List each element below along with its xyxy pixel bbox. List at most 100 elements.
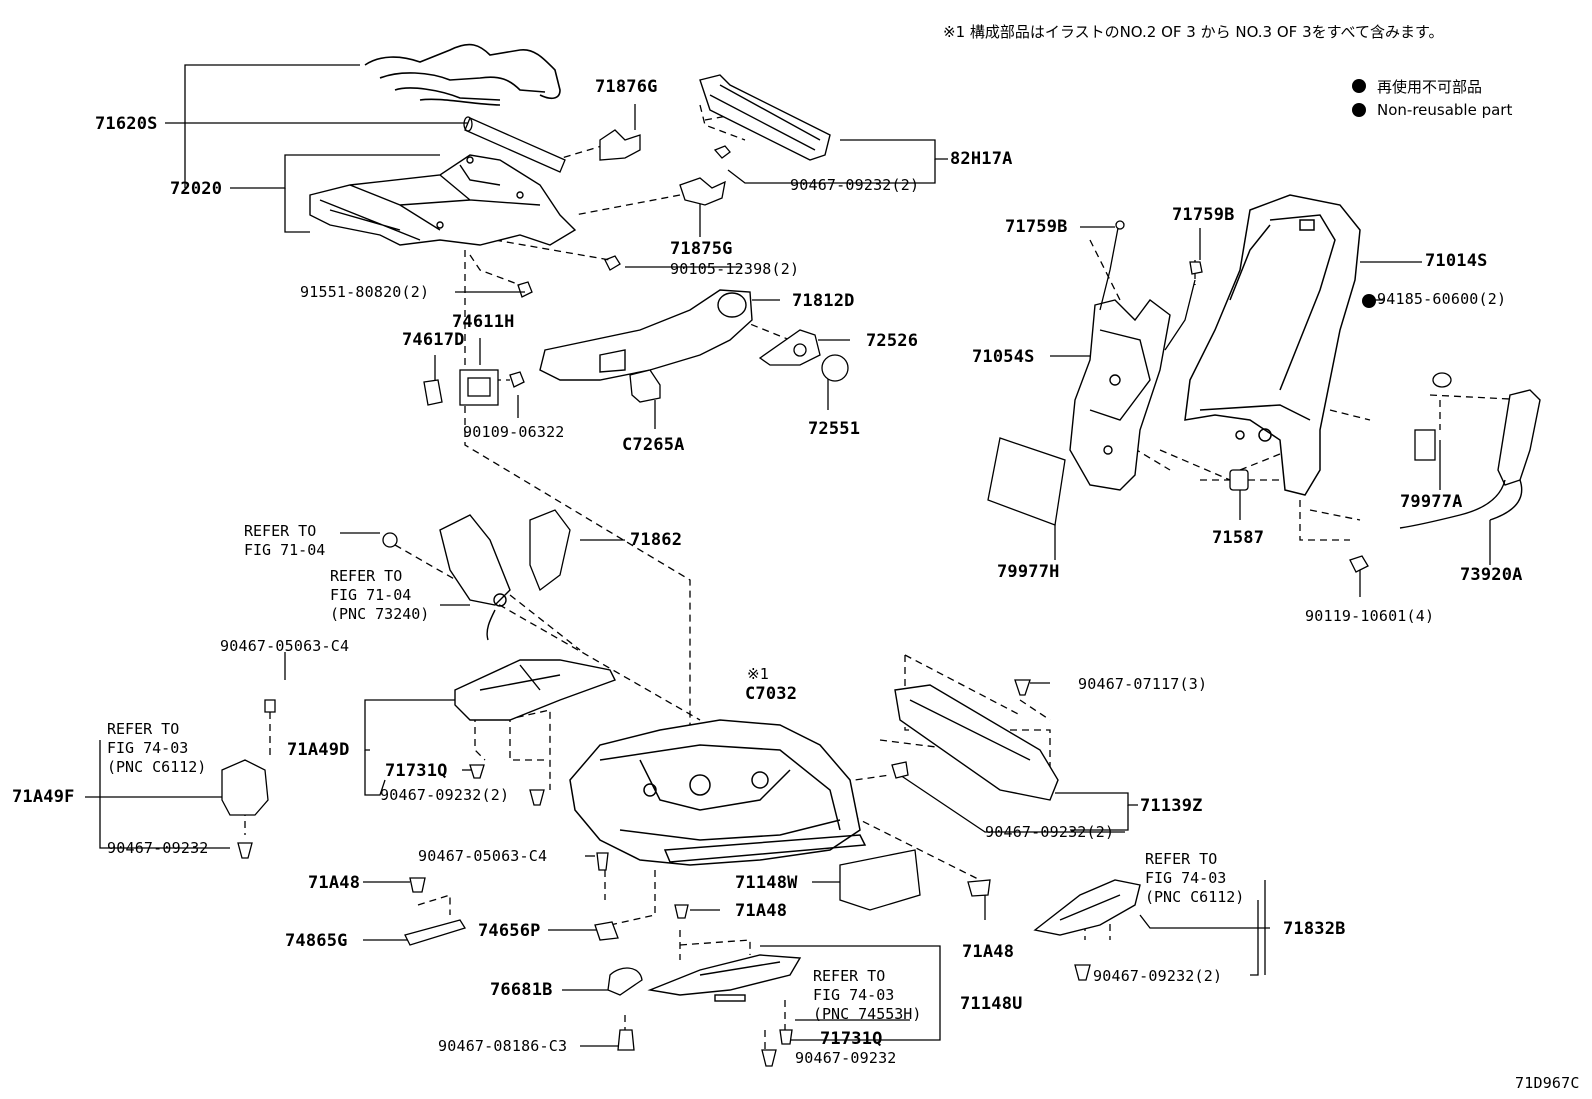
covers-74611H-74617D [423, 369, 499, 406]
part-label: 90105-12398(2) [670, 260, 800, 278]
seatback-frame-71014S [1184, 194, 1361, 496]
cover-71832B [1033, 879, 1141, 936]
part-label: 71139Z [1140, 796, 1203, 816]
clips [237, 679, 1091, 1067]
part-label: 71148U [960, 994, 1023, 1014]
part-label: 71731Q [820, 1029, 883, 1049]
grommet-refer-71-04 [382, 532, 398, 548]
part-label: 71A49D [287, 740, 350, 760]
pad-79977H [987, 437, 1066, 526]
leader-lines [85, 64, 1491, 1047]
cover-71139Z [894, 684, 1059, 801]
part-label: 90467-09232(2) [790, 176, 920, 194]
cover-C7265A [629, 369, 661, 403]
part-label: 72526 [866, 331, 919, 351]
recliner-plate-71054S [1069, 299, 1171, 491]
part-label: 90467-09232(2) [1093, 967, 1223, 985]
figure-id: 71D967C [1515, 1074, 1580, 1092]
part-label: 71A48 [308, 873, 361, 893]
hook-76681B [607, 967, 643, 996]
bolt-90119 [1349, 555, 1369, 573]
clip-71587 [1229, 469, 1249, 491]
part-label: 94185-60600(2) [1377, 290, 1507, 308]
part-label: 90467-09232 [107, 839, 209, 857]
part-label: 71148W [735, 873, 798, 893]
knob-72526 [758, 329, 821, 366]
part-label: 73920A [1460, 565, 1523, 585]
side-shield-71812D [539, 289, 753, 381]
non-reusable-legend-icon [1352, 103, 1366, 117]
part-label: 90467-08186-C3 [438, 1037, 568, 1055]
part-label: 71587 [1212, 528, 1265, 548]
part-label: 71A48 [962, 942, 1015, 962]
cover-71862 [529, 509, 571, 592]
part-label: 90109-06322 [463, 423, 565, 441]
cover-82H17A [699, 74, 831, 161]
cover-71148W [839, 849, 921, 911]
part-label: 74865G [285, 931, 348, 951]
part-label: ※1 [747, 665, 769, 683]
bracket-71876G [599, 129, 641, 161]
part-label: 71620S [95, 114, 158, 134]
part-label: 71759B [1005, 217, 1068, 237]
part-label: 90467-09232(2) [985, 823, 1115, 841]
cover-71148U [647, 954, 802, 1002]
part-label: 74656P [478, 921, 541, 941]
part-label: 90467-07117(3) [1078, 675, 1208, 693]
part-label: 71014S [1425, 251, 1488, 271]
cap-72551 [821, 354, 849, 382]
part-label: 82H17A [950, 149, 1013, 169]
part-label: 72020 [170, 179, 223, 199]
airbag-73920A [1399, 389, 1541, 529]
non-reusable-part-marker-icon [1362, 294, 1376, 308]
refer-note: REFER TO FIG 74-03 (PNC C6112) [1145, 850, 1245, 906]
part-label: 71731Q [385, 761, 448, 781]
part-label: 76681B [490, 980, 553, 1000]
part-label: 71875G [670, 239, 733, 259]
refer-note: REFER TO FIG 71-04 [244, 522, 326, 559]
part-label: 91551-80820(2) [300, 283, 430, 301]
part-label: 71862 [630, 530, 683, 550]
part-label: 79977A [1400, 492, 1463, 512]
bracket-71875G [679, 177, 726, 206]
part-label: 71759B [1172, 205, 1235, 225]
plate-74865G [404, 919, 466, 946]
part-label: 71832B [1283, 919, 1346, 939]
header-note: ※1 構成部品はイラストのNO.2 OF 3 から NO.3 OF 3をすべて含… [943, 23, 1444, 41]
part-label: 72551 [808, 419, 861, 439]
label-79977A [1414, 429, 1436, 461]
part-label: 74611H [452, 312, 515, 332]
part-label: C7032 [745, 684, 798, 704]
legend-en: Non-reusable part [1377, 101, 1513, 119]
dashed-assembly-lines [244, 104, 1531, 1060]
clip-74656P [594, 921, 619, 941]
belt-buckle-refer [439, 514, 511, 641]
part-label: C7265A [622, 435, 685, 455]
part-label: 74617D [402, 330, 465, 350]
part-label: 71054S [972, 347, 1035, 367]
part-label: 90467-05063-C4 [418, 847, 548, 865]
cross-bar-tube [463, 116, 566, 173]
refer-note: REFER TO FIG 74-03 (PNC 74553H) [813, 967, 922, 1023]
part-label: 71A48 [735, 901, 788, 921]
seat-track-C7032 [569, 719, 867, 866]
seat-spring-wires [364, 43, 561, 106]
bolts-top [509, 145, 731, 388]
cover-71A49D [454, 659, 616, 721]
part-label: 90467-05063-C4 [220, 637, 350, 655]
seat-frame-72020 [309, 154, 577, 246]
part-label: 90467-09232(2) [380, 786, 510, 804]
cables-71759B [1099, 220, 1203, 351]
part-label: 79977H [997, 562, 1060, 582]
part-label: 71A49F [12, 787, 75, 807]
nut-94185 [1432, 372, 1452, 388]
part-label: 71812D [792, 291, 855, 311]
part-label: 90119-10601(4) [1305, 607, 1435, 625]
part-label: 90467-09232 [795, 1049, 897, 1067]
refer-note: REFER TO FIG 71-04 (PNC 73240) [330, 567, 430, 623]
refer-note: REFER TO FIG 74-03 (PNC C6112) [107, 720, 207, 776]
cover-71A49F [221, 759, 269, 816]
legend-ja: 再使用不可部品 [1377, 78, 1483, 96]
non-reusable-legend-icon [1352, 79, 1366, 93]
